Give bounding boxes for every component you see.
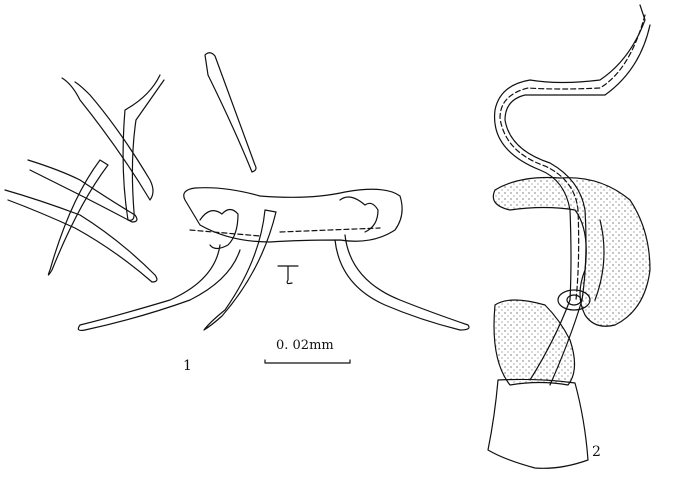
seta — [27, 159, 138, 223]
middle-arm — [203, 209, 277, 331]
figure-1-label: 1 — [183, 358, 192, 374]
figure-2-structure — [487, 4, 651, 469]
figure-2-label: 2 — [592, 444, 601, 460]
base-plate — [487, 378, 589, 469]
seta — [204, 52, 257, 173]
seta — [122, 74, 165, 221]
right-lobe — [339, 196, 379, 233]
left-arm — [77, 244, 241, 332]
dashed-inner-line — [189, 227, 381, 237]
seta — [47, 159, 109, 276]
bridge — [183, 187, 403, 243]
setae-group — [4, 52, 257, 283]
left-lobe — [199, 208, 239, 250]
scale-bar-label: 0. 02mm — [276, 338, 334, 353]
seta — [4, 189, 158, 283]
inner-rod — [594, 219, 605, 301]
ring — [557, 289, 591, 311]
central-structure — [77, 187, 470, 332]
ring-inner — [566, 294, 582, 306]
t-shaped-piece — [277, 265, 299, 285]
right-arm — [334, 234, 470, 331]
coiled-tube-outer — [493, 4, 651, 386]
scale-bar — [264, 359, 351, 364]
stippled-lobe — [492, 176, 651, 327]
stippled-lower-lobe — [493, 299, 576, 386]
seta — [61, 77, 154, 201]
coiled-tube-inner — [499, 14, 646, 301]
